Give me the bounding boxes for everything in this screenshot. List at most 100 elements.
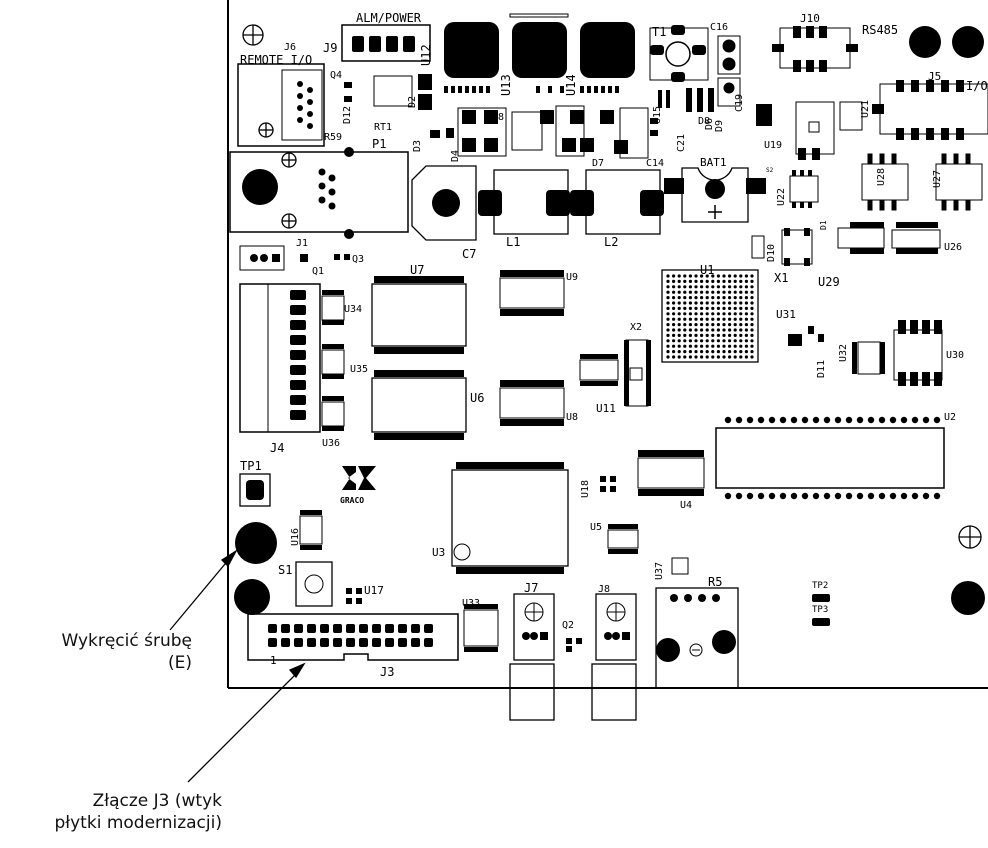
svg-text:Q1: Q1 bbox=[312, 266, 324, 277]
svg-text:U3: U3 bbox=[432, 546, 445, 559]
svg-text:L2: L2 bbox=[604, 235, 618, 249]
bga-ball bbox=[711, 290, 715, 294]
svg-text:C19: C19 bbox=[734, 94, 745, 112]
u2-pin bbox=[845, 416, 853, 424]
bga-ball bbox=[711, 317, 715, 321]
svg-text:U4: U4 bbox=[680, 500, 692, 511]
capacitors-top bbox=[717, 35, 741, 107]
u30-u32-region bbox=[788, 320, 943, 386]
screw-lower-left[interactable] bbox=[234, 579, 270, 615]
svg-text:C21: C21 bbox=[676, 134, 687, 152]
j3-pin bbox=[268, 624, 277, 633]
u2-pin bbox=[823, 416, 831, 424]
bga-ball bbox=[683, 333, 687, 337]
bga-ball bbox=[716, 344, 721, 348]
svg-text:Q3: Q3 bbox=[352, 254, 364, 265]
bga-ball bbox=[694, 312, 698, 316]
j3-pin bbox=[346, 624, 355, 633]
t1-transformer bbox=[649, 25, 709, 82]
svg-text:D9: D9 bbox=[714, 120, 725, 132]
bga-ball bbox=[683, 290, 687, 294]
svg-text:J4: J4 bbox=[270, 441, 284, 455]
screw-top-right-2 bbox=[952, 26, 984, 58]
bga-ball bbox=[677, 279, 681, 283]
bga-ball bbox=[733, 312, 737, 316]
u2-pin bbox=[779, 416, 787, 424]
u7-chip bbox=[371, 276, 467, 354]
bga-ball bbox=[683, 323, 687, 327]
bga-ball bbox=[716, 279, 721, 283]
bga-ball bbox=[750, 312, 754, 316]
bga-ball bbox=[711, 296, 715, 300]
bga-ball bbox=[700, 290, 704, 294]
screw-e[interactable] bbox=[235, 522, 277, 564]
bga-ball bbox=[694, 355, 698, 359]
svg-text:U30: U30 bbox=[946, 350, 964, 361]
u2-pin bbox=[878, 416, 886, 424]
svg-text:U14: U14 bbox=[564, 74, 578, 96]
bga-ball bbox=[677, 301, 681, 305]
svg-text:U13: U13 bbox=[499, 74, 513, 96]
u2-pin bbox=[922, 492, 930, 500]
svg-text:Q2: Q2 bbox=[562, 620, 574, 631]
svg-text:D12: D12 bbox=[342, 106, 353, 124]
svg-text:U6: U6 bbox=[470, 391, 484, 405]
j3-pin bbox=[294, 638, 303, 647]
bga-ball bbox=[666, 290, 670, 294]
bga-ball bbox=[666, 285, 670, 289]
j7-connector bbox=[509, 593, 555, 721]
bga-ball bbox=[716, 323, 721, 327]
bga-ball bbox=[666, 344, 670, 348]
svg-text:U37: U37 bbox=[654, 562, 665, 580]
j3-connector[interactable] bbox=[247, 613, 459, 661]
bga-ball bbox=[705, 306, 709, 310]
bga-ball bbox=[677, 274, 681, 278]
bga-ball bbox=[705, 312, 709, 316]
svg-text:U22: U22 bbox=[776, 188, 787, 206]
svg-text:X2: X2 bbox=[630, 322, 642, 333]
bga-ball bbox=[672, 350, 676, 354]
bga-ball bbox=[705, 290, 709, 294]
bga-ball bbox=[733, 344, 737, 348]
u2-pin bbox=[845, 492, 853, 500]
graco-logo bbox=[342, 466, 376, 490]
j3-pin bbox=[359, 638, 368, 647]
bga-ball bbox=[672, 279, 676, 283]
u2-pin bbox=[779, 492, 787, 500]
svg-text:U33: U33 bbox=[462, 598, 480, 609]
j3-pin bbox=[333, 624, 342, 633]
u2-pin bbox=[746, 492, 754, 500]
bga-ball bbox=[694, 350, 698, 354]
bga-ball bbox=[722, 312, 726, 316]
u2-pin bbox=[889, 492, 897, 500]
bga-ball bbox=[744, 333, 749, 337]
svg-text:U29: U29 bbox=[818, 275, 840, 289]
svg-text:U12: U12 bbox=[419, 44, 433, 66]
bga-ball bbox=[744, 306, 749, 310]
j3-pin bbox=[333, 638, 342, 647]
j3-pin bbox=[268, 638, 277, 647]
callout-j3: Złącze J3 (wtyk płytki modernizacji) bbox=[0, 790, 223, 834]
bga-ball bbox=[666, 333, 670, 337]
bga-ball bbox=[666, 339, 670, 343]
svg-text:U19: U19 bbox=[764, 140, 782, 151]
j4-connector bbox=[239, 283, 321, 433]
j3-pin bbox=[398, 624, 407, 633]
bga-ball bbox=[700, 285, 704, 289]
u2-pin bbox=[900, 416, 908, 424]
bga-ball bbox=[728, 344, 732, 348]
bga-ball bbox=[728, 279, 732, 283]
bga-ball bbox=[716, 355, 721, 359]
j10-rs485 bbox=[772, 26, 858, 72]
bga-ball bbox=[666, 323, 670, 327]
svg-text:J6: J6 bbox=[284, 42, 296, 53]
u2-pin bbox=[812, 416, 820, 424]
j6-remote-io-connector bbox=[237, 63, 325, 147]
j3-pin bbox=[385, 638, 394, 647]
bga-ball bbox=[688, 333, 693, 337]
callout-screw-line1: Wykręcić śrubę bbox=[61, 631, 192, 651]
bga-ball bbox=[728, 333, 732, 337]
bga-ball bbox=[728, 339, 732, 343]
bga-ball bbox=[728, 350, 732, 354]
bga-ball bbox=[677, 312, 681, 316]
